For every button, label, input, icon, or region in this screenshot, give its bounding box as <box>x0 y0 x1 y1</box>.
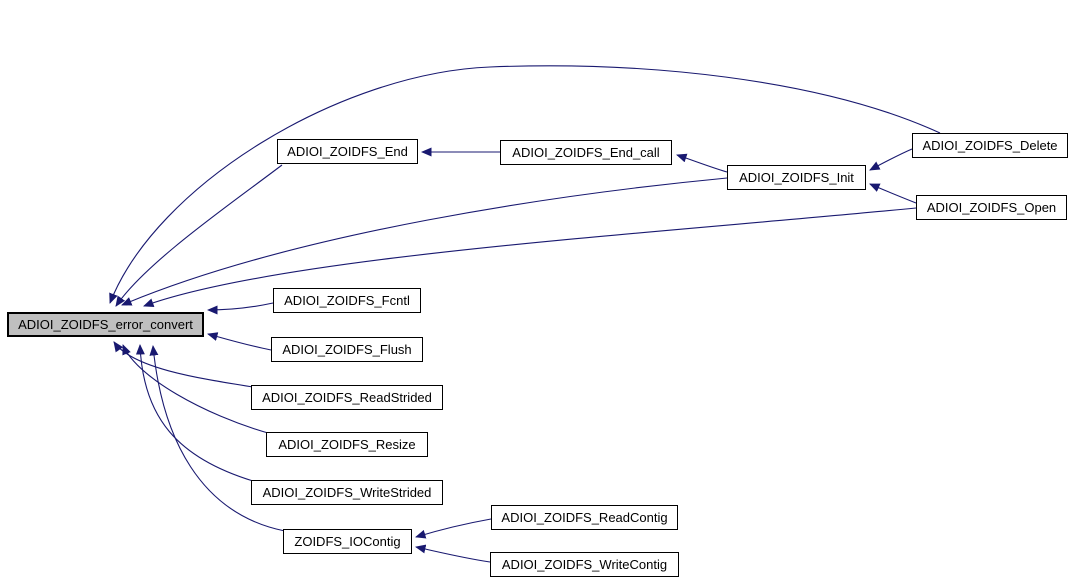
node-label: ADIOI_ZOIDFS_Open <box>926 200 1057 215</box>
node-label: ADIOI_ZOIDFS_ReadStrided <box>262 390 432 405</box>
node-ADIOI_ZOIDFS_End[interactable]: ADIOI_ZOIDFS_End <box>277 139 418 164</box>
edge-delete-to-error_convert <box>109 65 941 304</box>
edge-init-to-error_convert <box>121 177 728 306</box>
node-label: ADIOI_ZOIDFS_Delete <box>922 138 1058 153</box>
node-label: ADIOI_ZOIDFS_error_convert <box>18 317 193 332</box>
node-ADIOI_ZOIDFS_Resize[interactable]: ADIOI_ZOIDFS_Resize <box>266 432 428 457</box>
edge-delete-to-init <box>869 148 913 171</box>
edge-writecontig-to-iocontig <box>415 544 491 563</box>
node-ZOIDFS_IOContig[interactable]: ZOIDFS_IOContig <box>283 529 412 554</box>
edges-group <box>109 65 941 563</box>
node-label: ADIOI_ZOIDFS_Fcntl <box>284 293 410 308</box>
edge-fcntl-to-error_convert <box>207 302 274 315</box>
node-label: ADIOI_ZOIDFS_WriteContig <box>501 557 668 572</box>
node-ADIOI_ZOIDFS_Flush[interactable]: ADIOI_ZOIDFS_Flush <box>271 337 423 362</box>
edge-iocontig-to-error_convert <box>149 345 286 532</box>
edge-resize-to-error_convert <box>122 344 269 434</box>
edge-open-to-init <box>869 183 917 204</box>
node-label: ADIOI_ZOIDFS_Resize <box>278 437 416 452</box>
node-ADIOI_ZOIDFS_Open[interactable]: ADIOI_ZOIDFS_Open <box>916 195 1067 220</box>
node-ADIOI_ZOIDFS_ReadStrided[interactable]: ADIOI_ZOIDFS_ReadStrided <box>251 385 443 410</box>
node-ADIOI_ZOIDFS_WriteStrided[interactable]: ADIOI_ZOIDFS_WriteStrided <box>251 480 443 505</box>
edge-flush-to-error_convert <box>207 332 272 351</box>
node-ADIOI_ZOIDFS_Delete[interactable]: ADIOI_ZOIDFS_Delete <box>912 133 1068 158</box>
node-ADIOI_ZOIDFS_Init[interactable]: ADIOI_ZOIDFS_Init <box>727 165 866 190</box>
node-label: ADIOI_ZOIDFS_End_call <box>512 145 660 160</box>
edge-writestrided-to-error_convert <box>135 344 254 482</box>
edge-readstrided-to-error_convert <box>113 341 254 388</box>
node-ADIOI_ZOIDFS_WriteContig[interactable]: ADIOI_ZOIDFS_WriteContig <box>490 552 679 577</box>
node-ADIOI_ZOIDFS_Fcntl[interactable]: ADIOI_ZOIDFS_Fcntl <box>273 288 421 313</box>
edge-readcontig-to-iocontig <box>415 518 492 539</box>
edge-open-to-error_convert <box>143 207 917 308</box>
node-label: ADIOI_ZOIDFS_End <box>287 144 408 159</box>
node-ADIOI_ZOIDFS_error_convert[interactable]: ADIOI_ZOIDFS_error_convert <box>7 312 204 337</box>
node-label: ZOIDFS_IOContig <box>294 534 401 549</box>
node-label: ADIOI_ZOIDFS_Init <box>739 170 854 185</box>
node-ADIOI_ZOIDFS_End_call[interactable]: ADIOI_ZOIDFS_End_call <box>500 140 672 165</box>
node-label: ADIOI_ZOIDFS_ReadContig <box>501 510 668 525</box>
edge-init-to-end_call <box>676 153 728 173</box>
node-ADIOI_ZOIDFS_ReadContig[interactable]: ADIOI_ZOIDFS_ReadContig <box>491 505 678 530</box>
node-label: ADIOI_ZOIDFS_WriteStrided <box>262 485 432 500</box>
node-label: ADIOI_ZOIDFS_Flush <box>282 342 412 357</box>
edge-end-to-error_convert <box>115 164 283 307</box>
